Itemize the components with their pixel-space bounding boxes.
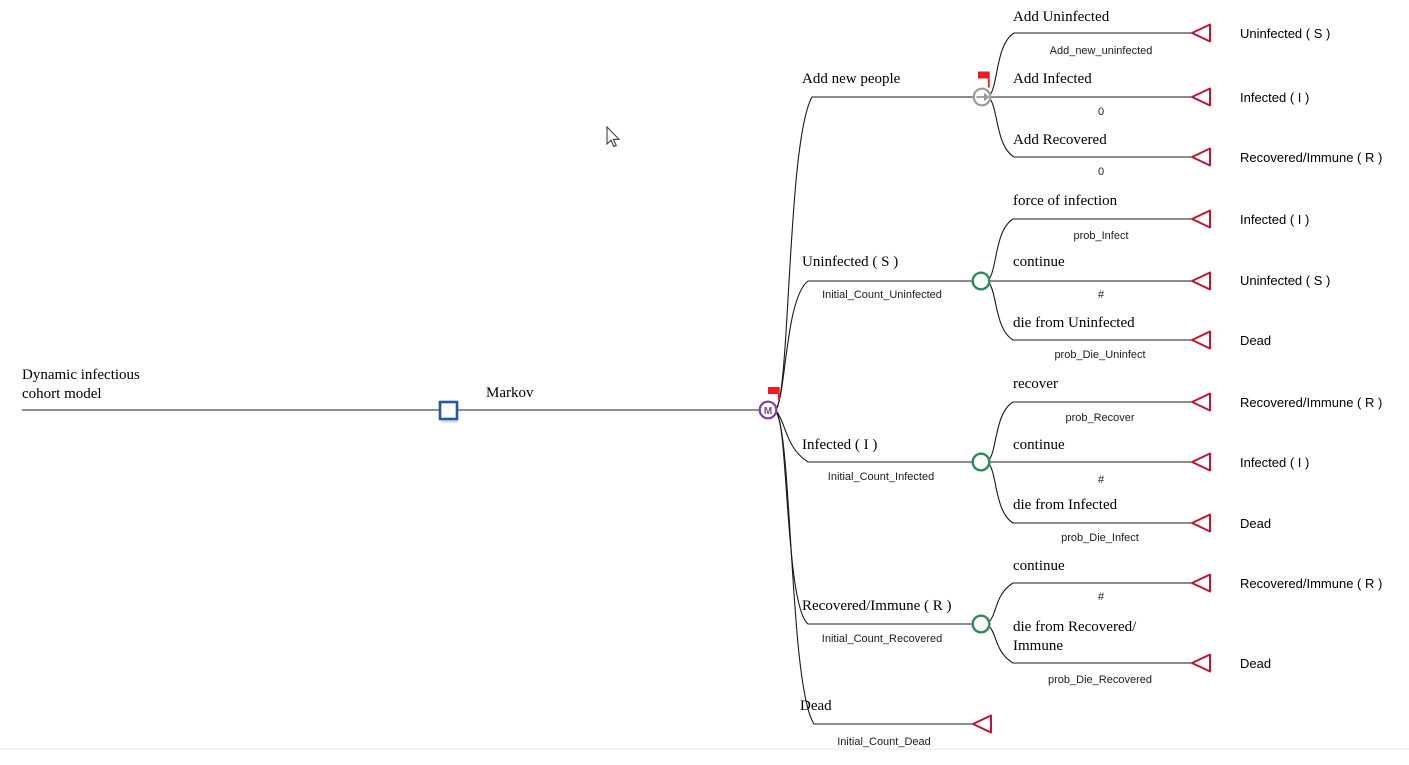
branch-value[interactable]: prob_Die_Uninfect xyxy=(1054,349,1146,361)
terminal-node-icon[interactable] xyxy=(1191,392,1211,412)
chance-node-icon[interactable] xyxy=(971,614,991,634)
terminal-node-icon[interactable] xyxy=(1191,209,1211,229)
flag-icon xyxy=(978,71,990,88)
branch-value[interactable]: Initial_Count_Infected xyxy=(827,471,935,483)
branch-label-add-new-people[interactable]: Add new people xyxy=(802,71,901,87)
branch-label-continue[interactable]: continue xyxy=(1013,254,1065,270)
branch-value[interactable]: prob_Die_Infect xyxy=(1061,532,1139,544)
decision-node-icon[interactable] xyxy=(438,400,459,421)
branch-line-dead xyxy=(776,413,973,725)
branch-line-force-of-infection xyxy=(988,218,1192,280)
branch-label-uninfected[interactable]: Uninfected ( S ) xyxy=(802,254,899,270)
branch-value[interactable]: Initial_Count_Recovered xyxy=(821,633,943,645)
terminal-node-icon[interactable] xyxy=(1191,452,1211,472)
branch-line-die-from-infected xyxy=(988,463,1192,524)
label-node-arrow-icon[interactable] xyxy=(972,87,992,107)
flag-icon xyxy=(768,387,780,401)
terminal-state-label[interactable]: Dead xyxy=(1240,516,1272,531)
branch-label-infected[interactable]: Infected ( I ) xyxy=(802,437,878,453)
branch-line-add-recovered xyxy=(989,98,1192,158)
mouse-cursor-icon xyxy=(606,125,621,148)
branch-label-continue[interactable]: continue xyxy=(1013,437,1065,453)
terminal-state-label[interactable]: Dead xyxy=(1240,333,1272,348)
branch-label-add-infected[interactable]: Add Infected xyxy=(1013,71,1092,87)
terminal-node-icon[interactable] xyxy=(1191,271,1211,291)
terminal-state-label[interactable]: Infected ( I ) xyxy=(1240,455,1310,470)
chance-node-icon[interactable] xyxy=(971,452,991,472)
terminal-node-icon[interactable] xyxy=(1191,330,1211,350)
branch-label-dead[interactable]: Dead xyxy=(800,698,832,714)
branch-label-continue[interactable]: continue xyxy=(1013,558,1065,574)
markov-node-symbol: M xyxy=(764,406,772,417)
branch-label-add-uninfected[interactable]: Add Uninfected xyxy=(1013,9,1110,25)
branch-value[interactable]: 0 xyxy=(1097,106,1105,118)
branch-label-add-recovered[interactable]: Add Recovered xyxy=(1013,132,1107,148)
branch-value[interactable]: 0 xyxy=(1097,166,1105,178)
terminal-node-icon[interactable] xyxy=(1191,513,1211,533)
terminal-node-icon[interactable] xyxy=(1191,653,1211,673)
branch-value[interactable]: Add_new_uninfected xyxy=(1049,45,1153,57)
branch-value[interactable]: prob_Infect xyxy=(1073,230,1129,242)
decision-node-shadow xyxy=(441,420,458,423)
branch-value[interactable]: # xyxy=(1097,591,1105,603)
terminal-node-icon[interactable] xyxy=(1191,87,1211,107)
terminal-state-label[interactable]: Infected ( I ) xyxy=(1240,212,1310,227)
terminal-state-label[interactable]: Infected ( I ) xyxy=(1240,90,1310,105)
branch-label-force-of-infection[interactable]: force of infection xyxy=(1013,193,1118,209)
terminal-state-label[interactable]: Uninfected ( S ) xyxy=(1240,26,1331,41)
branch-label-markov[interactable]: Markov xyxy=(486,385,534,401)
branch-label-die-from-recovered[interactable]: die from Recovered/ Immune xyxy=(1013,619,1137,654)
branch-line-die-from-recovered xyxy=(988,625,1192,664)
terminal-state-label[interactable]: Dead xyxy=(1240,656,1272,671)
terminal-node-icon[interactable] xyxy=(1191,23,1211,43)
branch-line-add-uninfected xyxy=(989,32,1192,96)
branch-line-infected xyxy=(776,411,972,463)
terminal-state-label[interactable]: Recovered/Immune ( R ) xyxy=(1240,150,1383,165)
branch-label-die-from-infected[interactable]: die from Infected xyxy=(1013,497,1118,513)
branch-value[interactable]: prob_Recover xyxy=(1065,412,1135,424)
model-title[interactable]: Dynamic infectious cohort model xyxy=(22,367,140,402)
terminal-node-icon[interactable] xyxy=(1191,573,1211,593)
branch-line-die-from-uninfected xyxy=(988,282,1192,341)
branch-value[interactable]: Initial_Count_Uninfected xyxy=(822,289,942,301)
branch-value[interactable]: # xyxy=(1097,289,1105,301)
branch-label-recovered[interactable]: Recovered/Immune ( R ) xyxy=(802,598,952,614)
terminal-node-icon[interactable] xyxy=(972,714,992,734)
branch-value[interactable]: # xyxy=(1097,474,1105,486)
branch-line-recovered-continue xyxy=(988,582,1192,623)
branch-line-recover xyxy=(988,401,1192,461)
branch-label-recover[interactable]: recover xyxy=(1013,376,1058,392)
branch-value[interactable]: Initial_Count_Dead xyxy=(837,736,931,748)
branch-label-die-from-uninfected[interactable]: die from Uninfected xyxy=(1013,315,1135,331)
terminal-node-icon[interactable] xyxy=(1191,147,1211,167)
branch-value[interactable]: prob_Die_Recovered xyxy=(1048,674,1152,686)
chance-node-icon[interactable] xyxy=(971,271,991,291)
terminal-state-label[interactable]: Recovered/Immune ( R ) xyxy=(1240,576,1383,591)
markov-node-icon[interactable] xyxy=(758,400,778,420)
branch-line-uninfected xyxy=(776,280,972,408)
terminal-state-label[interactable]: Recovered/Immune ( R ) xyxy=(1240,395,1383,410)
terminal-state-label[interactable]: Uninfected ( S ) xyxy=(1240,273,1331,288)
